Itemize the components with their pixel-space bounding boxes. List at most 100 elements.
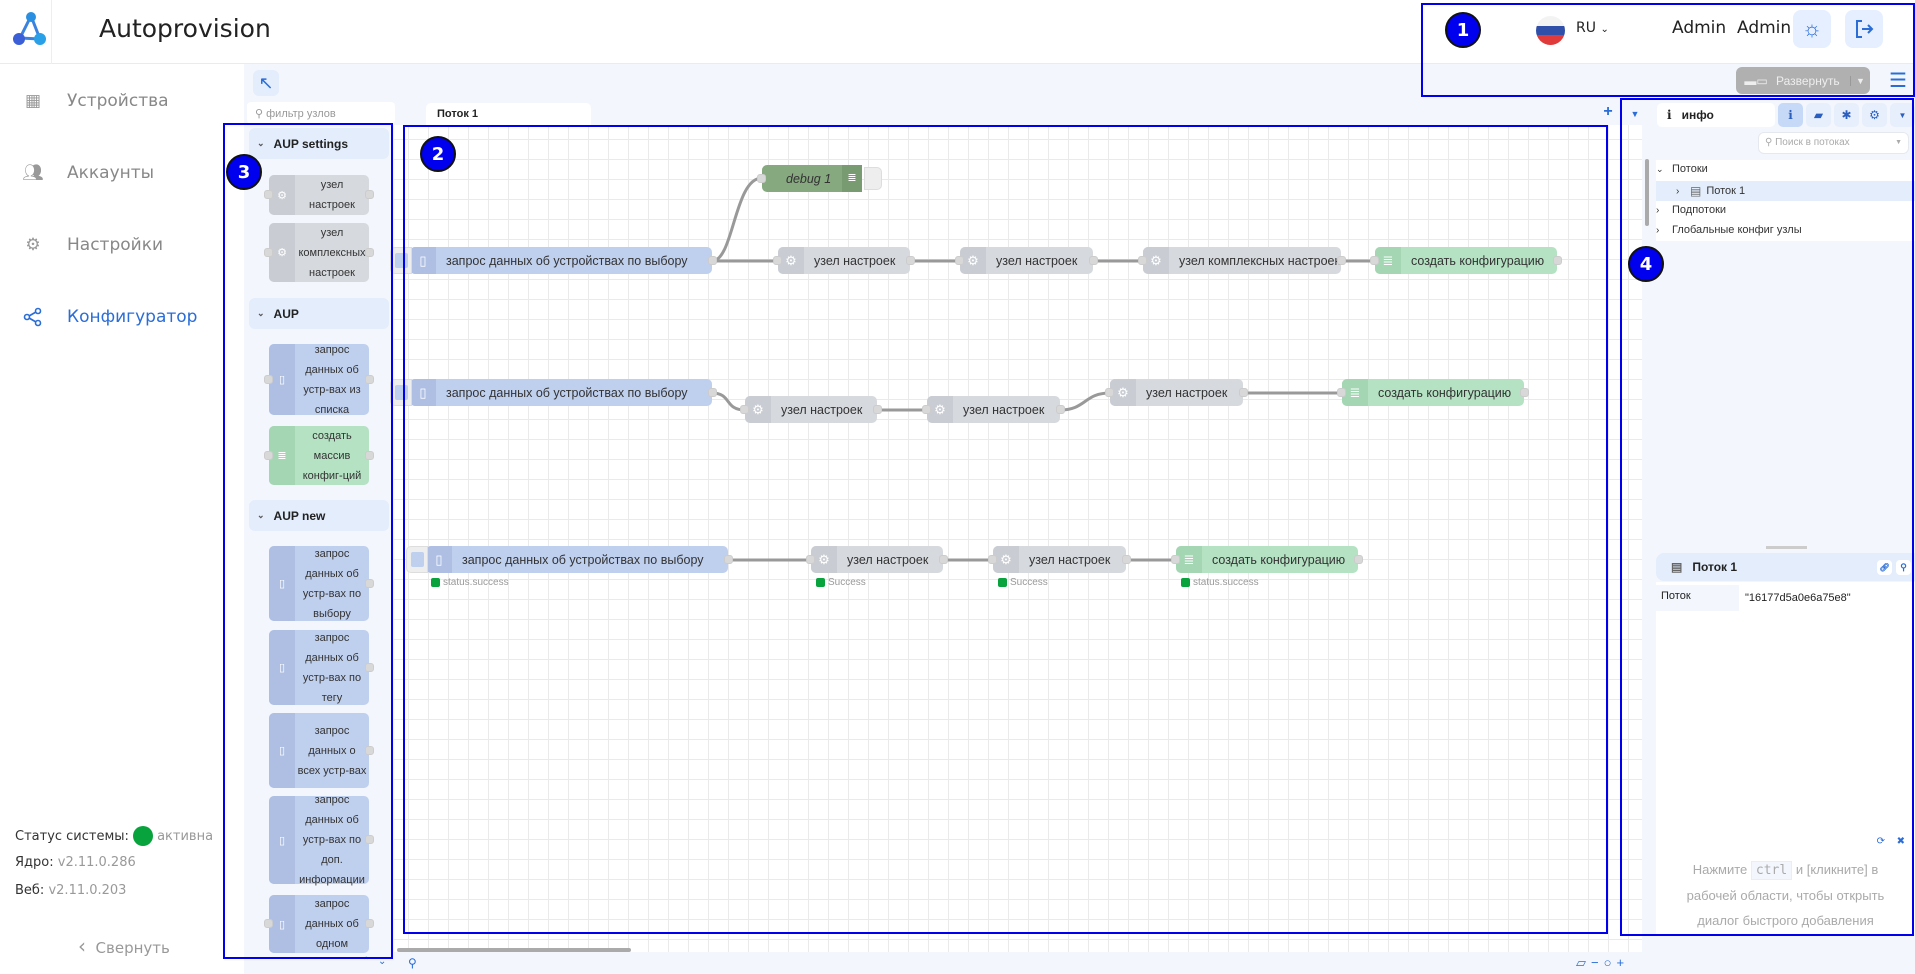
web-value: v2.11.0.203 <box>48 883 127 898</box>
deploy-button[interactable]: ▬▭Развернуть▼ <box>1736 67 1870 94</box>
search-icon[interactable]: ⚲ <box>408 956 417 970</box>
flow-node-request[interactable]: ▯запрос данных об устройствах по выбору <box>390 379 717 406</box>
zoom-controls[interactable]: ▱−○+ <box>1576 955 1629 971</box>
logout-button[interactable] <box>1845 10 1883 48</box>
book-icon[interactable]: ▰ <box>1806 103 1831 127</box>
inject-button[interactable] <box>406 546 428 573</box>
flow-node-settings[interactable]: ⚙узел настроек <box>922 396 1065 423</box>
logout-icon <box>1856 20 1874 38</box>
flow-canvas[interactable]: ▯запрос данных об устройствах по выбору … <box>390 125 1642 952</box>
collapse-all-icon[interactable]: ⌃ <box>362 956 371 967</box>
palette-group-aup[interactable]: ⌄AUP <box>249 298 389 329</box>
debug-toggle-button[interactable] <box>864 167 882 190</box>
node-label: узел настроек <box>996 253 1078 268</box>
sidebar-item-accounts[interactable]: 👥︎Аккаунты <box>22 155 222 191</box>
bug-icon[interactable]: ✱ <box>1834 103 1859 127</box>
flow-node-request[interactable]: ▯запрос данных об устройствах по выбору <box>390 247 717 274</box>
node-label: запрос данных об устр-вах по доп. информ… <box>299 794 365 886</box>
tree-item-flow-1[interactable]: ›▤Поток 1 <box>1676 184 1745 198</box>
palette-node[interactable]: ▯запрос данных об устр-вах из списка <box>264 344 374 416</box>
inject-button[interactable] <box>390 379 412 406</box>
map-icon[interactable]: ▱ <box>1576 955 1591 970</box>
palette-group-aup-new[interactable]: ⌄AUP new <box>249 500 389 531</box>
web-label: Веб: <box>15 883 45 898</box>
flow-search-input[interactable]: ⚲ Поиск в потоках▼ <box>1758 132 1909 154</box>
tree-item-global-config[interactable]: ›Глобальные конфиг узлы <box>1656 224 1802 236</box>
palette-node[interactable]: ⚙узел настроек <box>264 175 374 215</box>
tip-text: диалог быстрого добавления <box>1697 913 1874 928</box>
node-filter-input[interactable]: ⚲ фильтр узлов <box>247 102 395 124</box>
system-status: Статус системы: активна <box>15 826 213 846</box>
palette-group-aup-settings[interactable]: ⌄AUP settings <box>249 128 389 159</box>
arrow-up-left-icon[interactable]: ↖ <box>253 70 279 96</box>
group-title: AUP new <box>273 508 326 523</box>
search-icon[interactable]: ⚲ <box>1896 559 1911 575</box>
collapse-button[interactable]: ‹ Свернуть <box>78 934 170 958</box>
palette-node[interactable]: ≣создать массив конфиг-ций <box>264 426 374 485</box>
palette-node[interactable]: ▯запрос данных об устр-вах по тегу <box>269 630 374 705</box>
expand-all-icon[interactable]: ⌄ <box>378 956 387 967</box>
tree-item-flows[interactable]: ⌄Потоки <box>1656 163 1708 175</box>
file-code-icon: ▯ <box>410 247 436 274</box>
flow-node-settings[interactable]: ⚙узел настроек <box>955 247 1098 274</box>
database-icon: ≣ <box>1342 379 1368 406</box>
link-icon[interactable]: 🔗︎ <box>1877 559 1892 575</box>
zoom-in-icon[interactable]: + <box>1616 955 1630 970</box>
gear-icon[interactable]: ⚙ <box>1862 103 1887 127</box>
palette-node[interactable]: ▯запрос данных о всех устр-вах <box>269 713 374 788</box>
status-text: status.success <box>1193 577 1259 588</box>
flow-node-complex-settings[interactable]: ⚙узел комплексных настроек <box>1138 247 1346 274</box>
sidebar-item-settings[interactable]: ⚙Настройки <box>22 227 222 263</box>
inject-button[interactable] <box>390 247 412 274</box>
flow-node-settings[interactable]: ⚙узел настроек <box>1105 379 1248 406</box>
tab-list-caret-icon[interactable]: ▼ <box>1630 109 1640 119</box>
sidebar-item-devices[interactable]: ▦Устройства <box>22 83 222 119</box>
flow-node-create-config[interactable]: ≣ создать конфигурацию status.success <box>1171 546 1363 588</box>
node-label: узел комплексных настроек <box>298 226 366 279</box>
node-label: создать конфигурацию <box>1212 552 1346 567</box>
chevron-right-icon: › <box>1656 204 1660 216</box>
app-title: Autoprovision <box>99 14 271 43</box>
canvas-horizontal-scrollbar[interactable] <box>397 948 631 952</box>
palette-node[interactable]: ▯запрос данных об одном <box>264 895 374 953</box>
flow-node-create-config[interactable]: ≣создать конфигурацию <box>1370 247 1562 274</box>
database-icon: ≣ <box>1375 247 1401 274</box>
prop-value: "16177d5a0e6a75e8" <box>1745 592 1851 604</box>
tree-item-subflows[interactable]: ›Подпотоки <box>1656 204 1726 216</box>
flow-node-create-config[interactable]: ≣создать конфигурацию <box>1337 379 1529 406</box>
theme-toggle-button[interactable]: ☼ <box>1793 10 1831 48</box>
close-icon[interactable]: ✖ <box>1896 836 1905 847</box>
sidebar-tab-info[interactable]: i инфо <box>1657 103 1775 127</box>
palette-node[interactable]: ▯запрос данных об устр-вах по выбору <box>269 546 374 621</box>
caret-down-icon[interactable]: ▼ <box>1850 75 1870 86</box>
panel-resize-handle[interactable] <box>1766 546 1807 549</box>
node-label: запрос данных об устройствах по выбору <box>446 385 688 400</box>
gear-icon: ⚙ <box>993 546 1019 573</box>
status-text: status.success <box>443 577 509 588</box>
tab-flow-1[interactable]: Поток 1 <box>426 103 591 125</box>
flow-node-debug[interactable]: debug 1≣ <box>757 165 882 192</box>
language-select[interactable]: RU ⌄ <box>1576 20 1609 36</box>
chevron-down-icon: ⌄ <box>257 308 265 318</box>
canvas-vertical-scrollbar[interactable] <box>1645 159 1649 226</box>
refresh-icon[interactable]: ⟳ <box>1876 836 1885 847</box>
gear-icon: ⚙ <box>745 396 771 423</box>
info-tab-icon[interactable]: ℹ <box>1778 103 1803 127</box>
wires <box>711 176 1375 562</box>
sun-icon: ☼ <box>1801 16 1823 41</box>
palette-node[interactable]: ⚙узел комплексных настроек <box>264 223 374 282</box>
palette-node[interactable]: ▯запрос данных об устр-вах по доп. инфор… <box>269 794 374 886</box>
russia-flag-icon[interactable] <box>1536 16 1565 45</box>
database-icon: ≣ <box>1176 546 1202 573</box>
menu-icon[interactable]: ☰ <box>1889 70 1907 92</box>
flow-node-settings[interactable]: ⚙узел настроек <box>740 396 882 423</box>
caret-down-icon[interactable]: ▼ <box>1890 103 1915 127</box>
sidebar-item-configurator[interactable]: Конфигуратор <box>22 299 222 335</box>
zoom-out-icon[interactable]: − <box>1591 955 1604 970</box>
zoom-reset-icon[interactable]: ○ <box>1603 955 1617 970</box>
add-tab-icon[interactable]: + <box>1603 103 1613 120</box>
flow-node-settings[interactable]: ⚙узел настроек <box>773 247 915 274</box>
